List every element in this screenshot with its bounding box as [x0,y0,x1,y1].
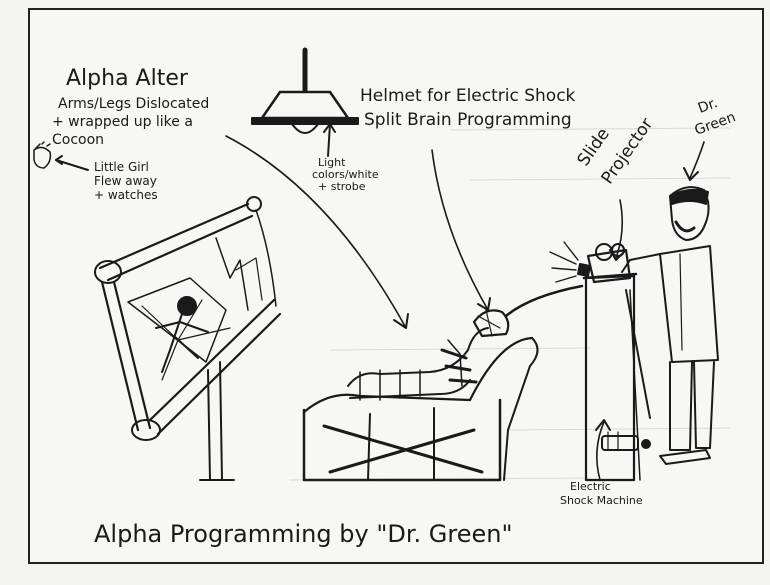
sketch-artwork [33,47,731,482]
little-girl-figure [33,141,89,171]
helmet-arrow [431,149,491,311]
slide-projector [549,241,632,284]
alpha-alter-line2: + wrapped up like a [52,114,193,130]
cocoon-frame [94,196,282,481]
alpha-alter-arrow [225,135,409,329]
dr-green-arrow [689,141,705,179]
little-girl-line3: + watches [94,188,158,202]
alpha-alter-title: Alpha Alter [66,66,188,91]
alpha-alter-line1: Arms/Legs Dislocated [58,96,210,112]
little-girl-line1: Little Girl [94,160,149,174]
helmet-wire [504,284,584,318]
equipment-tower [582,272,651,482]
shock-machine-label-line2: Shock Machine [560,494,643,507]
helmet-label-line1: Helmet for Electric Shock [360,86,576,106]
caption: Alpha Programming by "Dr. Green" [94,520,513,548]
shock-machine-arrow [596,421,605,481]
slide-projector-arrow [615,199,624,259]
drawing-sheet: Alpha Alter Arms/Legs Dislocated + wrapp… [28,8,764,564]
light-label-line3: + strobe [318,180,366,193]
dr-green-figure [621,186,719,465]
light-label-line2: colors/white [312,168,379,181]
light-label-line1: Light [318,156,346,169]
ceiling-lamp [251,47,359,157]
treatment-chair [302,309,539,482]
alpha-alter-line3: Cocoon [52,132,105,148]
helmet-label-line2: Split Brain Programming [364,110,572,130]
shock-machine-label-line1: Electric [570,480,611,493]
little-girl-line2: Flew away [94,174,157,188]
